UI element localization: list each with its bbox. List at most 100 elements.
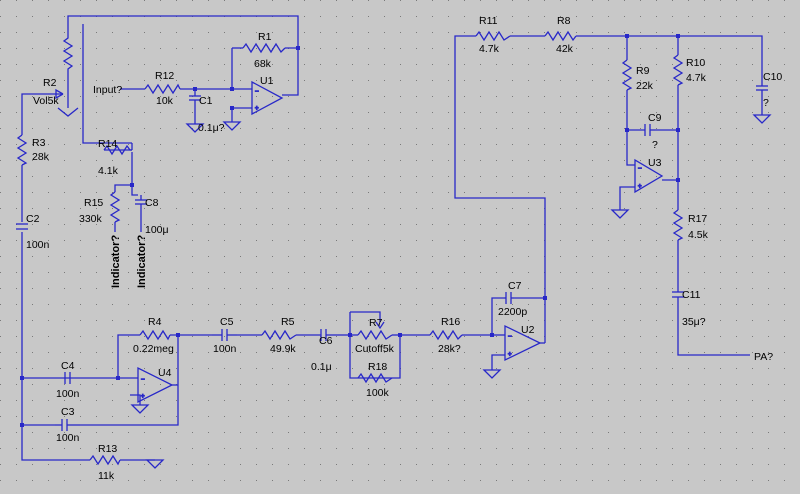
resistor-R18[interactable] [357,372,393,384]
label-pa: PA? [754,351,773,363]
capacitor-C8[interactable] [135,195,147,208]
label-C1: C1 [199,95,213,107]
resistor-R13[interactable] [89,454,121,466]
resistor-R16[interactable] [429,329,463,341]
resistor-R10[interactable] [672,54,684,86]
value-R4: 0.22meg [133,343,174,355]
label-R8: R8 [557,15,571,27]
value-R16: 28k? [438,343,461,355]
svg-text:−: − [638,166,642,172]
resistor-R9[interactable] [621,59,633,91]
capacitor-C6[interactable] [320,329,335,341]
value-R10: 4.7k [686,72,707,84]
label-R13: R13 [98,443,117,455]
label-U3: U3 [648,157,662,169]
value-R7: Cutoff5k [355,343,395,355]
label-R9: R9 [636,65,650,77]
value-R12: 10k [156,95,174,107]
label-R18: R18 [368,361,387,373]
resistor-R14[interactable] [103,144,132,156]
value-R13: 11k [98,470,115,482]
value-R5: 49.9k [270,343,296,355]
label-C9: C9 [648,112,662,124]
label-R4: R4 [148,316,162,328]
capacitor-C4[interactable] [64,372,71,384]
value-R3: 28k [32,151,50,163]
resistor-R12[interactable] [144,83,181,95]
resistor-R5[interactable] [261,329,297,341]
label-R14: R14 [98,138,117,150]
value-C4: 100n [56,388,80,400]
svg-text:+: + [638,184,642,190]
svg-text:−: − [255,89,259,95]
svg-text:+: + [141,394,145,400]
wires [21,15,763,461]
label-R16: R16 [441,316,460,328]
potentiometer-R2[interactable] [55,33,74,100]
label-C8: C8 [145,197,159,209]
svg-text:−: − [508,334,512,340]
resistor-R7[interactable] [350,321,400,341]
label-C3: C3 [61,406,75,418]
opamp-out-wires [172,342,545,386]
resistor-R15[interactable] [109,191,121,223]
label-R12: R12 [155,70,174,82]
resistor-R3[interactable] [16,134,28,166]
svg-text:−: − [141,377,145,383]
value-C2: 100n [26,239,50,251]
capacitor-C11[interactable] [672,290,684,302]
svg-text:+: + [255,106,259,112]
resistor-R1[interactable] [242,42,286,54]
label-C4: C4 [61,360,75,372]
label-U2: U2 [521,324,535,336]
value-C1: 0.1μ? [198,122,225,134]
capacitor-C3[interactable] [55,419,80,431]
capacitor-C9[interactable] [644,124,655,136]
label-input: Input? [93,84,122,96]
capacitor-C7[interactable] [504,292,514,304]
opamp-U1[interactable]: −+ [251,80,284,116]
value-R1: 68k [254,58,272,70]
resistor-R17[interactable] [672,209,684,241]
label-R17: R17 [688,213,707,225]
value-C8: 100μ [145,224,169,236]
capacitor-C10[interactable] [756,80,768,92]
resistor-R11[interactable] [475,30,511,42]
label-U1: U1 [260,75,274,87]
label-C7: C7 [508,280,522,292]
value-C6: 0.1μ [311,361,332,373]
value-R9: 22k [636,80,654,92]
resistor-R8[interactable] [544,30,577,42]
label-indicator-1: Indicator? [110,235,122,288]
label-R5: R5 [281,316,295,328]
capacitor-C2[interactable] [16,223,28,230]
label-indicator-2: Indicator? [136,235,148,288]
junctions [20,34,680,427]
resistor-R4[interactable] [139,329,171,341]
label-R15: R15 [84,197,103,209]
value-R14: 4.1k [98,165,119,177]
label-C10: C10 [763,71,782,83]
value-C11: 35μ? [682,316,706,328]
label-R11: R11 [479,15,498,27]
label-C5: C5 [220,316,234,328]
capacitor-C5[interactable] [212,329,237,341]
value-R15: 330k [79,213,103,225]
capacitor-C1[interactable] [189,95,201,108]
svg-text:+: + [508,352,512,358]
label-C2: C2 [26,213,40,225]
value-C3: 100n [56,432,80,444]
value-R11: 4.7k [479,43,500,55]
label-U4: U4 [158,367,172,379]
opamp-U2[interactable]: −+ [504,324,542,362]
value-C10: ? [763,97,769,109]
label-R1: R1 [258,31,272,43]
value-R2: Vol5k [33,95,59,107]
opamp-U4[interactable]: −+ [137,366,174,404]
opamp-U3[interactable]: −+ [634,158,664,194]
label-C6: C6 [319,335,333,347]
value-C7: 2200p [498,306,527,318]
label-R2: R2 [43,77,57,89]
